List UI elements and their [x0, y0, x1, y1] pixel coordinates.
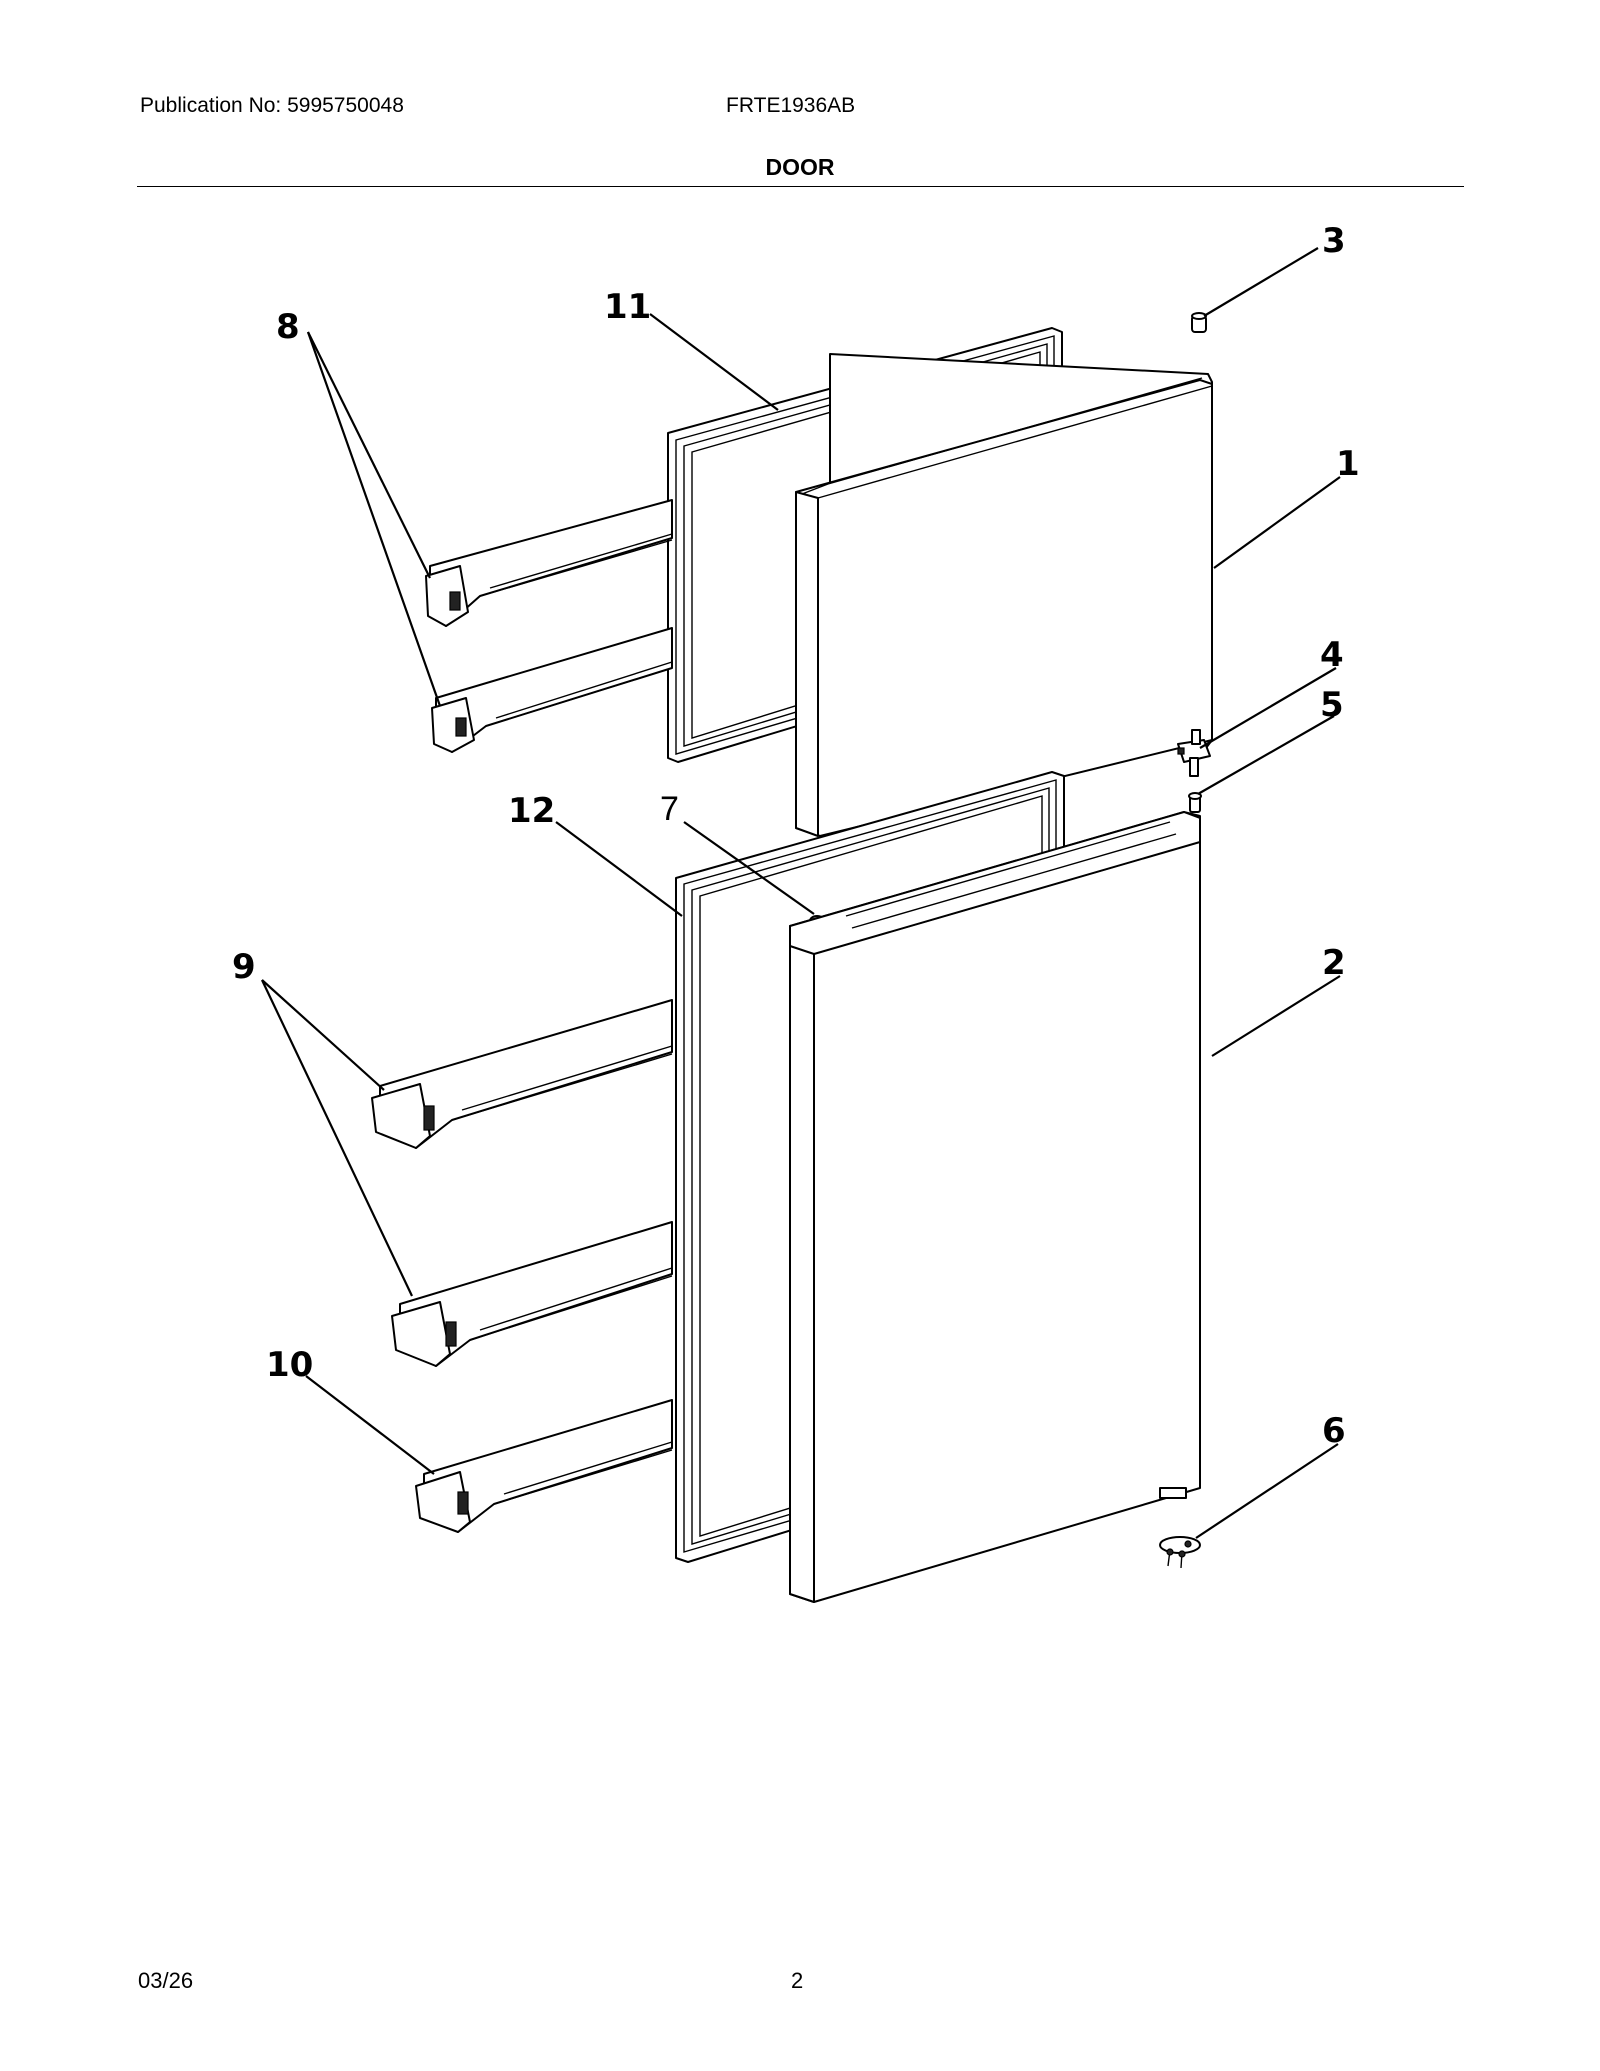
freezer-door	[795, 353, 1213, 837]
callout-8: 8	[276, 307, 300, 347]
callout-11: 11	[604, 287, 651, 327]
header-rule	[137, 186, 1464, 187]
callout-7: 7	[660, 790, 679, 828]
freezer-door-shelf-lower	[431, 627, 673, 753]
revision-date: 03/26	[138, 1968, 194, 1993]
callout-3: 3	[1322, 221, 1346, 261]
callout-9: 9	[232, 947, 256, 987]
callout-4: 4	[1320, 635, 1344, 675]
publication-number: Publication No: 5995750048	[140, 94, 404, 117]
hinge-pin	[1188, 792, 1202, 813]
freezer-door-shelf-upper	[425, 499, 673, 627]
callout-6: 6	[1322, 1411, 1346, 1451]
hinge-cap-top	[1191, 312, 1207, 333]
fresh-food-door	[789, 811, 1201, 1603]
fresh-food-door-shelf-lower	[391, 1221, 673, 1367]
fresh-food-door-shelf-upper	[371, 999, 673, 1149]
center-hinge	[1177, 729, 1211, 777]
model-number: FRTE1936AB	[726, 94, 856, 117]
callout-1: 1	[1336, 444, 1360, 484]
callout-2: 2	[1322, 943, 1346, 983]
callout-labels: 3 11 1 8 4 5 12 7 9 2 10 6	[232, 221, 1360, 1451]
callout-12: 12	[508, 791, 555, 831]
bottom-hinge	[1159, 1536, 1201, 1569]
leader-lines	[261, 247, 1341, 1539]
page-number: 2	[791, 1968, 804, 1993]
fresh-food-door-bottom-shelf	[415, 1399, 673, 1533]
callout-5: 5	[1320, 685, 1344, 725]
section-title: DOOR	[765, 154, 835, 180]
callout-10: 10	[266, 1345, 313, 1385]
